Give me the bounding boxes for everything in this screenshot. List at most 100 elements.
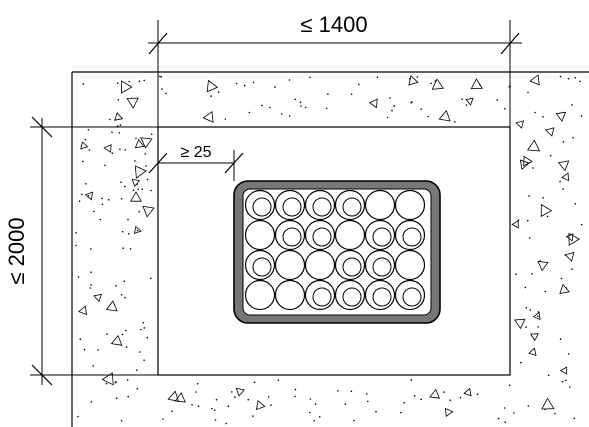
concrete-dot bbox=[247, 398, 250, 401]
concrete-dot bbox=[138, 211, 140, 213]
cable bbox=[274, 279, 306, 311]
concrete-dot bbox=[559, 338, 562, 340]
aggregate-triangle bbox=[444, 407, 454, 418]
concrete-dot bbox=[559, 180, 561, 183]
concrete-dot bbox=[344, 403, 347, 406]
concrete-dot bbox=[528, 195, 530, 197]
concrete-dot bbox=[580, 223, 583, 226]
concrete-dot bbox=[513, 412, 515, 414]
aggregate-triangle bbox=[78, 305, 88, 316]
aggregate-triangle bbox=[515, 120, 524, 129]
aggregate-triangle bbox=[540, 203, 553, 218]
aggregate-triangle bbox=[537, 261, 549, 272]
concrete-dot bbox=[504, 421, 507, 424]
aggregate-triangle bbox=[559, 283, 570, 295]
aggregate-triangle bbox=[438, 109, 451, 122]
concrete-dot bbox=[104, 164, 106, 167]
height-dimension-label: ≤ 2000 bbox=[4, 217, 29, 284]
concrete-dot bbox=[127, 395, 129, 398]
concrete-dot bbox=[120, 181, 122, 183]
inner-cable bbox=[312, 197, 332, 217]
concrete-dot bbox=[337, 390, 339, 392]
concrete-dot bbox=[162, 418, 164, 420]
concrete-dot bbox=[243, 84, 246, 87]
concrete-dot bbox=[572, 137, 574, 139]
concrete-dot bbox=[145, 165, 147, 167]
concrete-dot bbox=[504, 107, 506, 110]
concrete-dot bbox=[267, 396, 270, 398]
concrete-dot bbox=[252, 81, 255, 84]
concrete-dot bbox=[288, 115, 291, 117]
concrete-dot bbox=[567, 353, 570, 355]
aggregate-triangle bbox=[174, 392, 186, 403]
concrete-dot bbox=[574, 77, 577, 79]
concrete-dot bbox=[567, 77, 570, 80]
concrete-dot bbox=[97, 349, 99, 351]
concrete-dot bbox=[318, 416, 321, 418]
inner-cable bbox=[372, 287, 392, 307]
gap-tick-left bbox=[148, 152, 168, 174]
concrete-dot bbox=[141, 188, 144, 190]
concrete-dot bbox=[350, 390, 353, 393]
aggregate-triangle bbox=[545, 127, 555, 137]
aggregate-triangle bbox=[105, 300, 118, 312]
concrete-dot bbox=[211, 408, 213, 410]
inner-cable bbox=[342, 287, 362, 307]
cable bbox=[394, 249, 426, 281]
concrete-dot bbox=[248, 111, 251, 114]
concrete-dot bbox=[146, 178, 149, 181]
aggregate-triangle bbox=[93, 293, 103, 303]
cable bbox=[274, 249, 306, 281]
concrete-dot bbox=[171, 410, 173, 413]
concrete-dot bbox=[143, 327, 146, 329]
aggregate-triangle bbox=[513, 318, 526, 330]
concrete-dot bbox=[269, 106, 271, 109]
concrete-dot bbox=[375, 410, 377, 413]
gap-dimension-label: ≥ 25 bbox=[180, 144, 211, 161]
concrete-dot bbox=[87, 128, 90, 131]
concrete-dot bbox=[353, 419, 355, 422]
concrete-dot bbox=[294, 388, 297, 391]
aggregate-triangle bbox=[368, 98, 378, 109]
concrete-dot bbox=[427, 115, 430, 118]
concrete-dot bbox=[554, 412, 556, 415]
aggregate-triangle bbox=[202, 110, 214, 123]
concrete-dot bbox=[350, 93, 353, 96]
concrete-dot bbox=[82, 160, 84, 163]
aggregate-triangle bbox=[133, 225, 142, 235]
aggregate-triangle bbox=[126, 97, 139, 109]
concrete-dot bbox=[313, 419, 315, 422]
concrete-dot bbox=[137, 188, 139, 191]
concrete-dot bbox=[77, 415, 79, 418]
concrete-dot bbox=[127, 218, 129, 221]
concrete-dot bbox=[217, 91, 220, 93]
concrete-dot bbox=[90, 401, 93, 403]
aggregate-triangle bbox=[408, 75, 419, 86]
concrete-dot bbox=[195, 391, 197, 393]
concrete-dot bbox=[413, 395, 416, 397]
concrete-dot bbox=[508, 384, 511, 387]
concrete-dot bbox=[527, 219, 529, 222]
concrete-dot bbox=[560, 277, 563, 280]
concrete-dot bbox=[274, 86, 276, 88]
aggregate-triangle bbox=[564, 251, 575, 262]
inner-cable bbox=[312, 227, 332, 247]
aggregate-triangle bbox=[526, 139, 541, 152]
concrete-dot bbox=[114, 381, 117, 384]
concrete-dot bbox=[386, 116, 389, 119]
concrete-dot bbox=[391, 109, 393, 112]
concrete-dot bbox=[410, 379, 413, 381]
concrete-dot bbox=[520, 361, 522, 364]
concrete-dot bbox=[524, 286, 527, 289]
width-tick-left bbox=[148, 32, 168, 55]
concrete-dot bbox=[562, 141, 565, 143]
aggregate-triangle bbox=[431, 78, 445, 90]
concrete-dot bbox=[213, 409, 216, 412]
aggregate-triangle bbox=[110, 334, 123, 346]
concrete-dot bbox=[124, 296, 126, 299]
concrete-dot bbox=[261, 104, 263, 107]
concrete-dot bbox=[128, 80, 131, 83]
inner-cable bbox=[402, 287, 422, 307]
concrete-dot bbox=[459, 396, 462, 399]
